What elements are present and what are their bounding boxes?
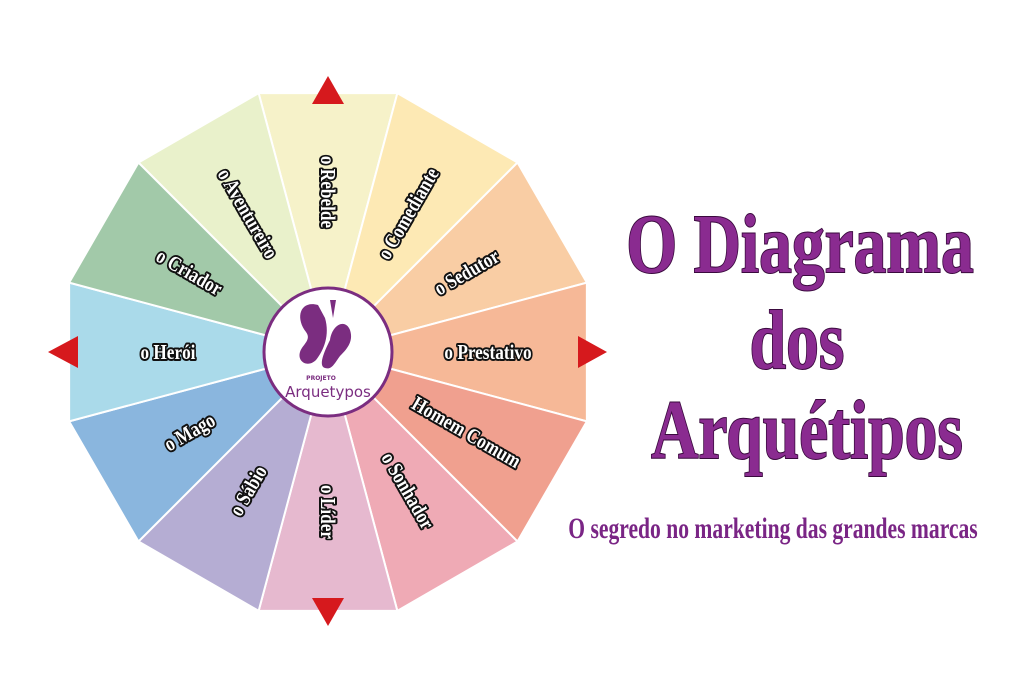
center-logo: PROJETO Arquetypos — [262, 286, 394, 418]
title: O Diagrama dos Arquétipos O segredo no m… — [568, 198, 977, 545]
arrow-up-icon — [312, 76, 344, 104]
direction-arrows — [48, 76, 607, 626]
logo-name: Arquetypos — [285, 383, 371, 401]
butterfly-logo-icon — [299, 300, 352, 369]
subtitle: O segredo no marketing das grandes marca… — [568, 512, 977, 545]
wheel-segment — [136, 91, 330, 356]
title-line-2: dos — [750, 294, 845, 387]
segment-label: o Líder — [316, 485, 339, 539]
logo-small-text: PROJETO — [306, 375, 336, 382]
segment-label: o Rebelde — [316, 156, 339, 229]
arrow-right-icon — [578, 336, 607, 368]
title-line-1: O Diagrama — [626, 198, 973, 291]
segment-label: o Prestativo — [444, 342, 531, 365]
title-line-3: Arquétipos — [651, 384, 963, 477]
arrow-down-icon — [312, 598, 344, 626]
segment-label: o Herói — [141, 342, 197, 365]
arrow-left-icon — [48, 336, 78, 368]
